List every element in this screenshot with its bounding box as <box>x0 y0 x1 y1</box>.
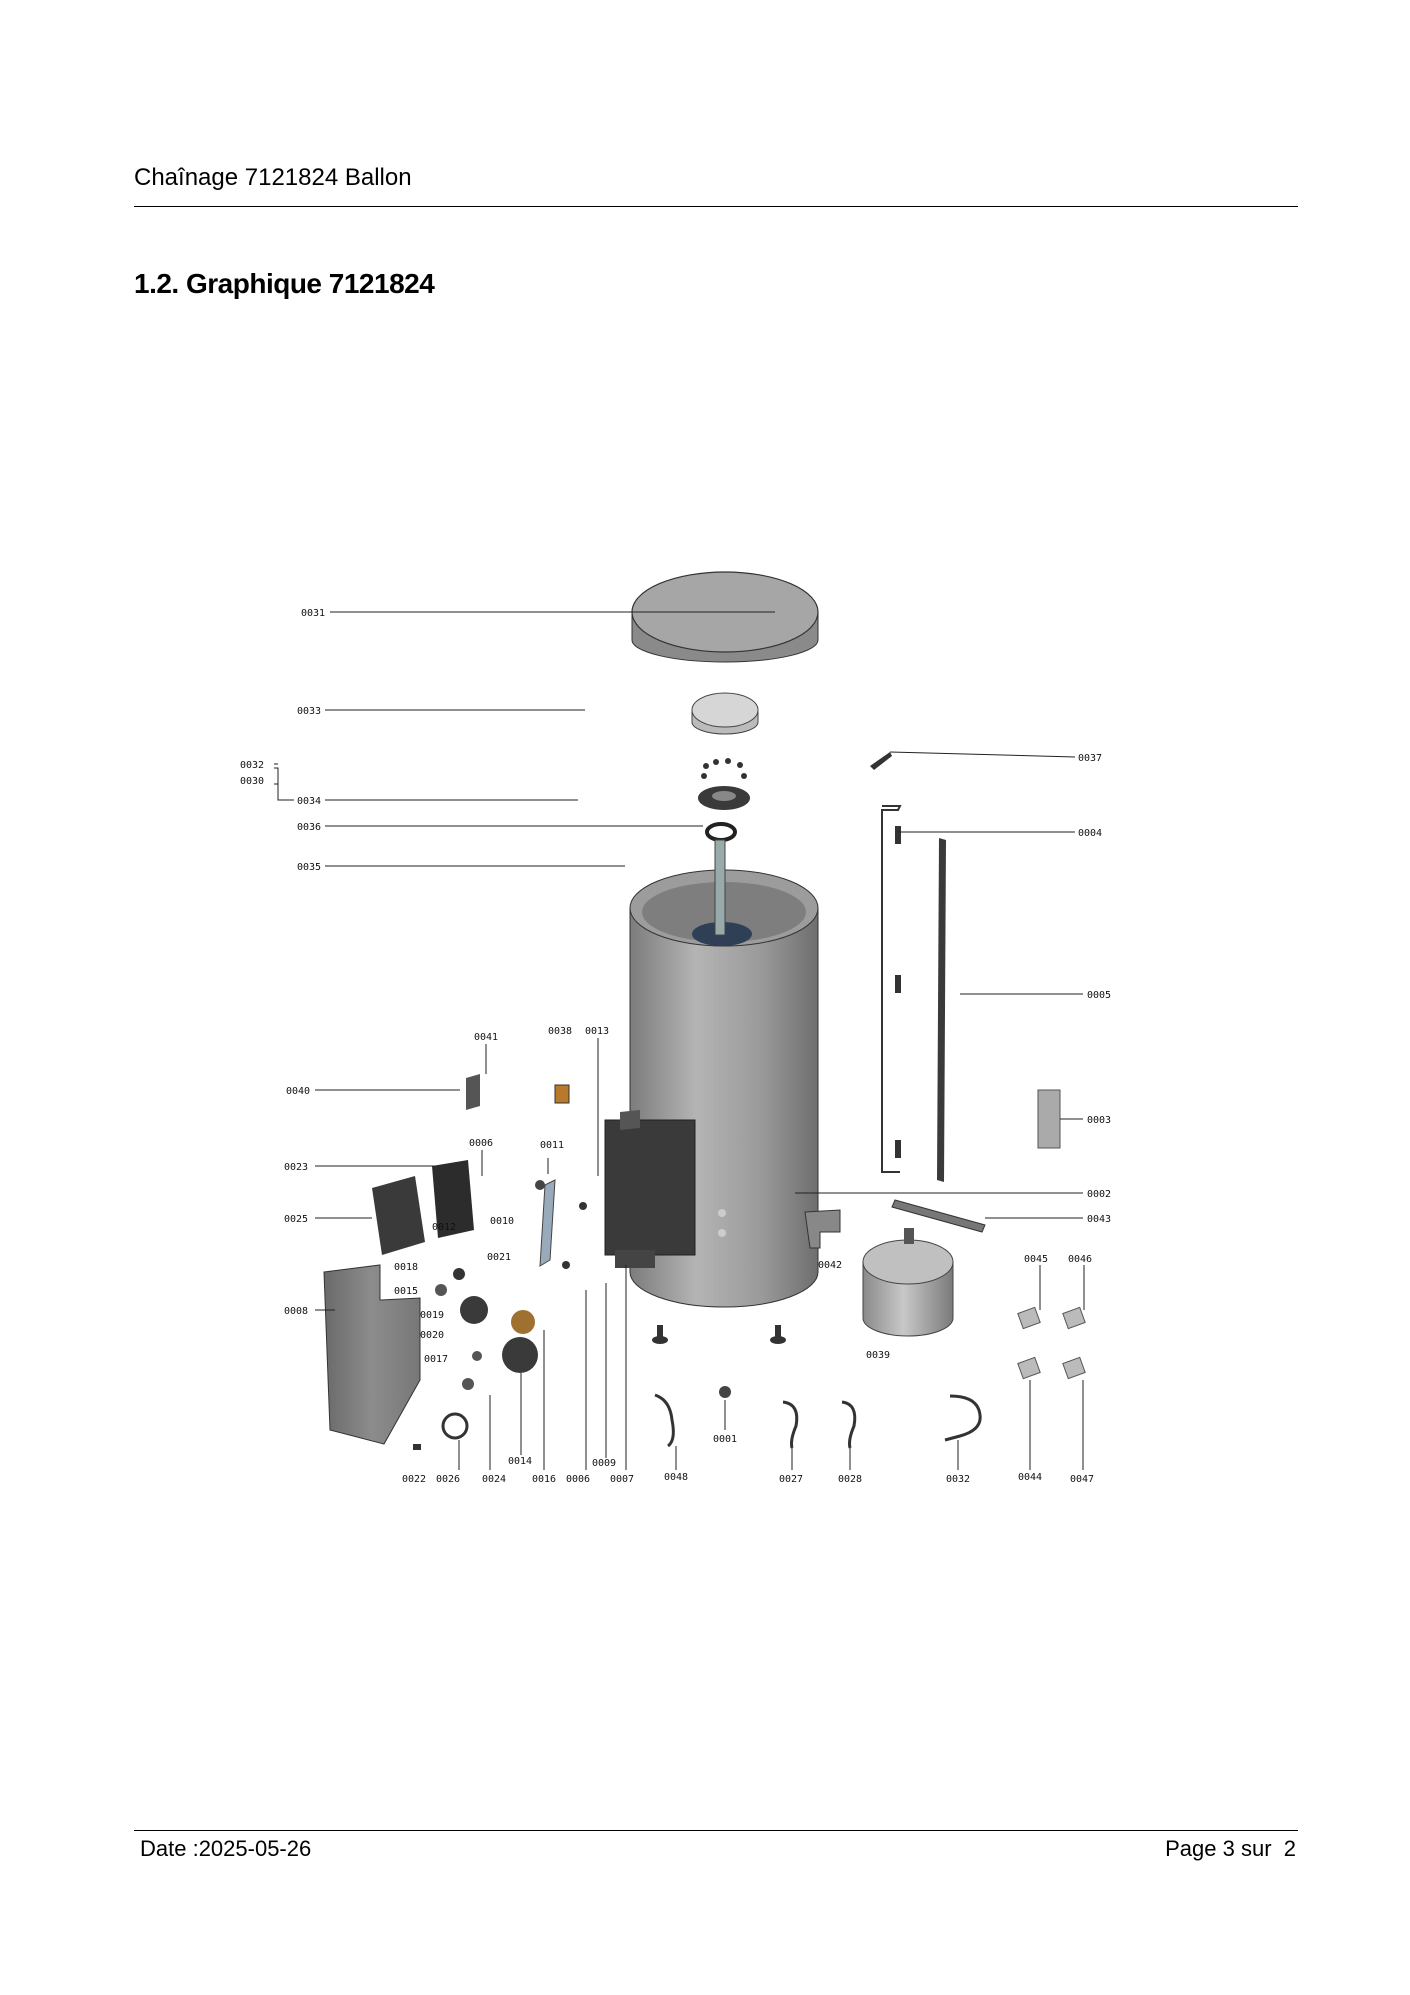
part-label: 0030 <box>240 776 264 787</box>
callout-labels: 0031 0033 0032 0030 0034 0036 0035 0037 … <box>240 608 1111 1485</box>
part-label: 0024 <box>482 1474 506 1485</box>
part-label: 0006 <box>469 1138 493 1149</box>
part-label: 0045 <box>1024 1254 1048 1265</box>
part-label: 0011 <box>540 1140 564 1151</box>
part-label: 0015 <box>394 1286 418 1297</box>
part-label: 0002 <box>1087 1189 1111 1200</box>
part-label: 0032 <box>240 760 264 771</box>
footer-page-number: Page 3 sur 2 <box>1165 1836 1296 1861</box>
header-rule <box>134 206 1298 207</box>
part-label: 0014 <box>508 1456 532 1467</box>
section-title: 1.2. Graphique 7121824 <box>134 268 435 299</box>
top-cover-part <box>631 571 819 663</box>
part-label: 0038 <box>548 1026 572 1037</box>
part-label: 0018 <box>394 1262 418 1273</box>
part-label: 0036 <box>297 822 321 833</box>
part-label: 0010 <box>490 1216 514 1227</box>
part-label: 0009 <box>592 1458 616 1469</box>
part-label: 0037 <box>1078 753 1102 764</box>
part-label: 0032 <box>946 1474 970 1485</box>
part-label: 0006 <box>566 1474 590 1485</box>
part-label: 0003 <box>1087 1115 1111 1126</box>
part-label: 0043 <box>1087 1214 1111 1225</box>
part-label: 0007 <box>610 1474 634 1485</box>
part-label: 0034 <box>297 796 321 807</box>
part-label: 0012 <box>432 1222 456 1233</box>
part-label: 0033 <box>297 706 321 717</box>
part-label: 0048 <box>664 1472 688 1483</box>
part-label: 0023 <box>284 1162 308 1173</box>
rail-parts <box>870 752 1061 1182</box>
part-label: 0016 <box>532 1474 556 1485</box>
part-label: 0027 <box>779 1474 803 1485</box>
leader-lines <box>274 611 1085 1470</box>
part-label: 0026 <box>436 1474 460 1485</box>
part-label: 0001 <box>713 1434 737 1445</box>
part-label: 0042 <box>818 1260 842 1271</box>
part-label: 0021 <box>487 1252 511 1263</box>
part-label: 0013 <box>585 1026 609 1037</box>
part-label: 0005 <box>1087 990 1111 1001</box>
part-label: 0017 <box>424 1354 448 1365</box>
part-label: 0020 <box>420 1330 444 1341</box>
part-label: 0028 <box>838 1474 862 1485</box>
part-label: 0046 <box>1068 1254 1092 1265</box>
part-label: 0039 <box>866 1350 890 1361</box>
part-label: 0041 <box>474 1032 498 1043</box>
part-label: 0044 <box>1018 1472 1042 1483</box>
footer-date: Date :2025-05-26 <box>140 1836 312 1861</box>
part-label: 0035 <box>297 862 321 873</box>
lid-part <box>691 692 759 735</box>
main-tank-part <box>604 839 819 1344</box>
left-assembly-parts <box>323 1074 587 1450</box>
part-label: 0019 <box>420 1310 444 1321</box>
part-label: 0025 <box>284 1214 308 1225</box>
document-header-title: Chaînage 7121824 Ballon <box>134 164 412 191</box>
expansion-vessel-part <box>804 1199 986 1337</box>
part-label: 0008 <box>284 1306 308 1317</box>
part-label: 0004 <box>1078 828 1102 839</box>
part-label: 0022 <box>402 1474 426 1485</box>
part-label: 0047 <box>1070 1474 1094 1485</box>
part-label: 0040 <box>286 1086 310 1097</box>
part-label: 0031 <box>301 608 325 619</box>
flange-part <box>698 758 750 842</box>
footer-rule <box>134 1830 1298 1831</box>
accessory-parts <box>654 1306 1086 1449</box>
